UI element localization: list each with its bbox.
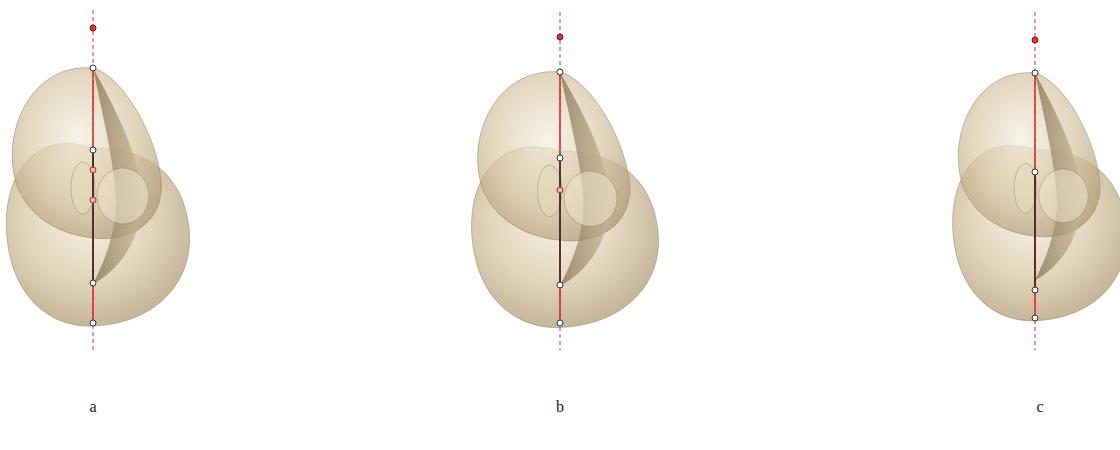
panel-letter: b <box>556 398 564 416</box>
panel-letter: c <box>1036 398 1043 416</box>
panel-letter: a <box>89 398 96 416</box>
